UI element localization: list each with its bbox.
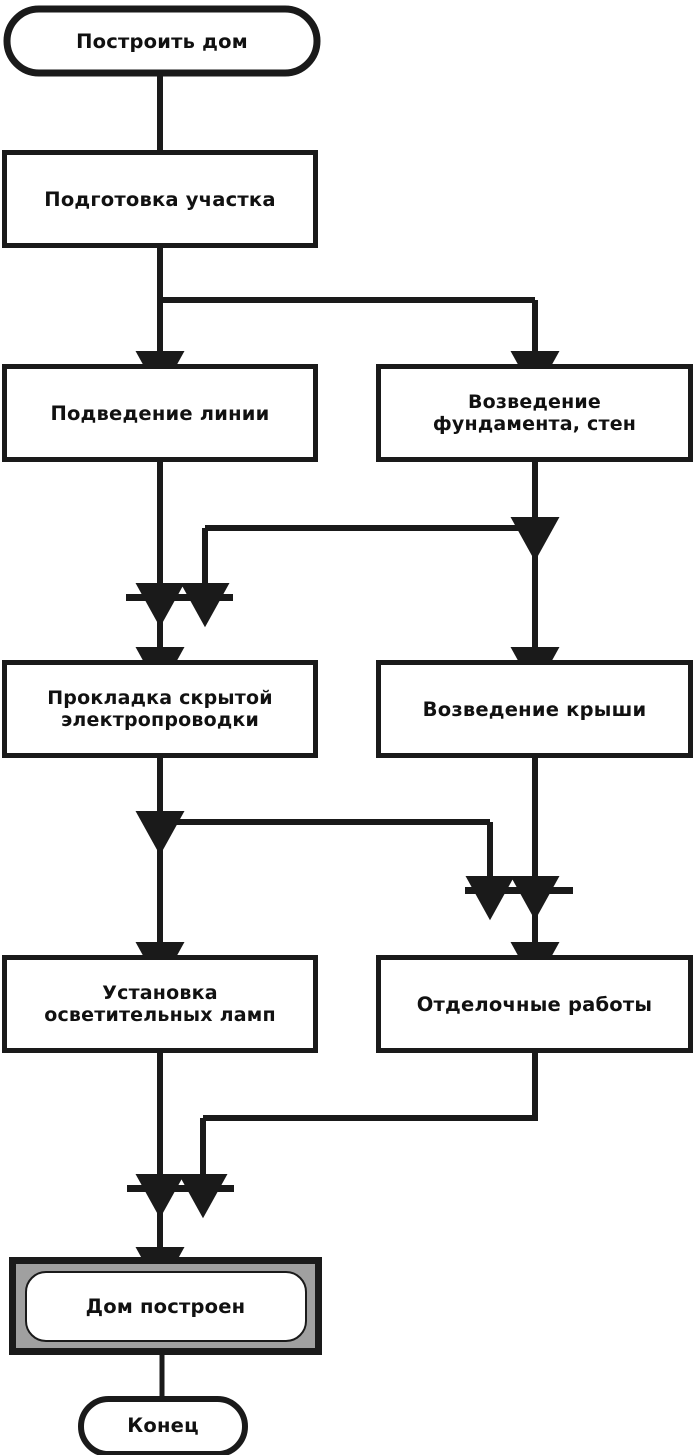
node-finishing[interactable]	[376, 955, 693, 1053]
sync-bar-join-1	[126, 594, 233, 601]
node-site-prep[interactable]	[2, 150, 318, 248]
sync-bar-join-3	[127, 1185, 234, 1192]
sync-bar-join-2	[465, 887, 573, 894]
node-start[interactable]	[3, 5, 321, 77]
node-lamps[interactable]	[2, 955, 318, 1053]
node-foundation-walls[interactable]	[376, 364, 693, 462]
node-power-line[interactable]	[2, 364, 318, 462]
node-end[interactable]	[78, 1396, 248, 1455]
node-roof[interactable]	[376, 660, 693, 758]
node-house-built-inner	[25, 1271, 307, 1342]
node-hidden-wiring[interactable]	[2, 660, 318, 758]
